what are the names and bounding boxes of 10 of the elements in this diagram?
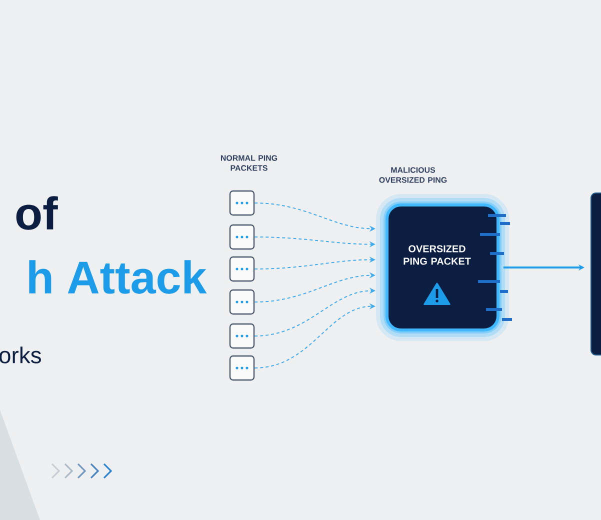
ping-packet (229, 190, 255, 216)
ping-packet (229, 355, 255, 381)
title-text: of (16, 196, 58, 230)
ping-packet (229, 289, 255, 315)
ping-packet (229, 256, 255, 282)
server-device (590, 192, 601, 356)
box-text: OVERSIZED PING PACKET (404, 245, 471, 265)
ping-packet (229, 323, 255, 349)
ping-packet (229, 224, 255, 250)
title-text: h Attack (29, 260, 207, 294)
